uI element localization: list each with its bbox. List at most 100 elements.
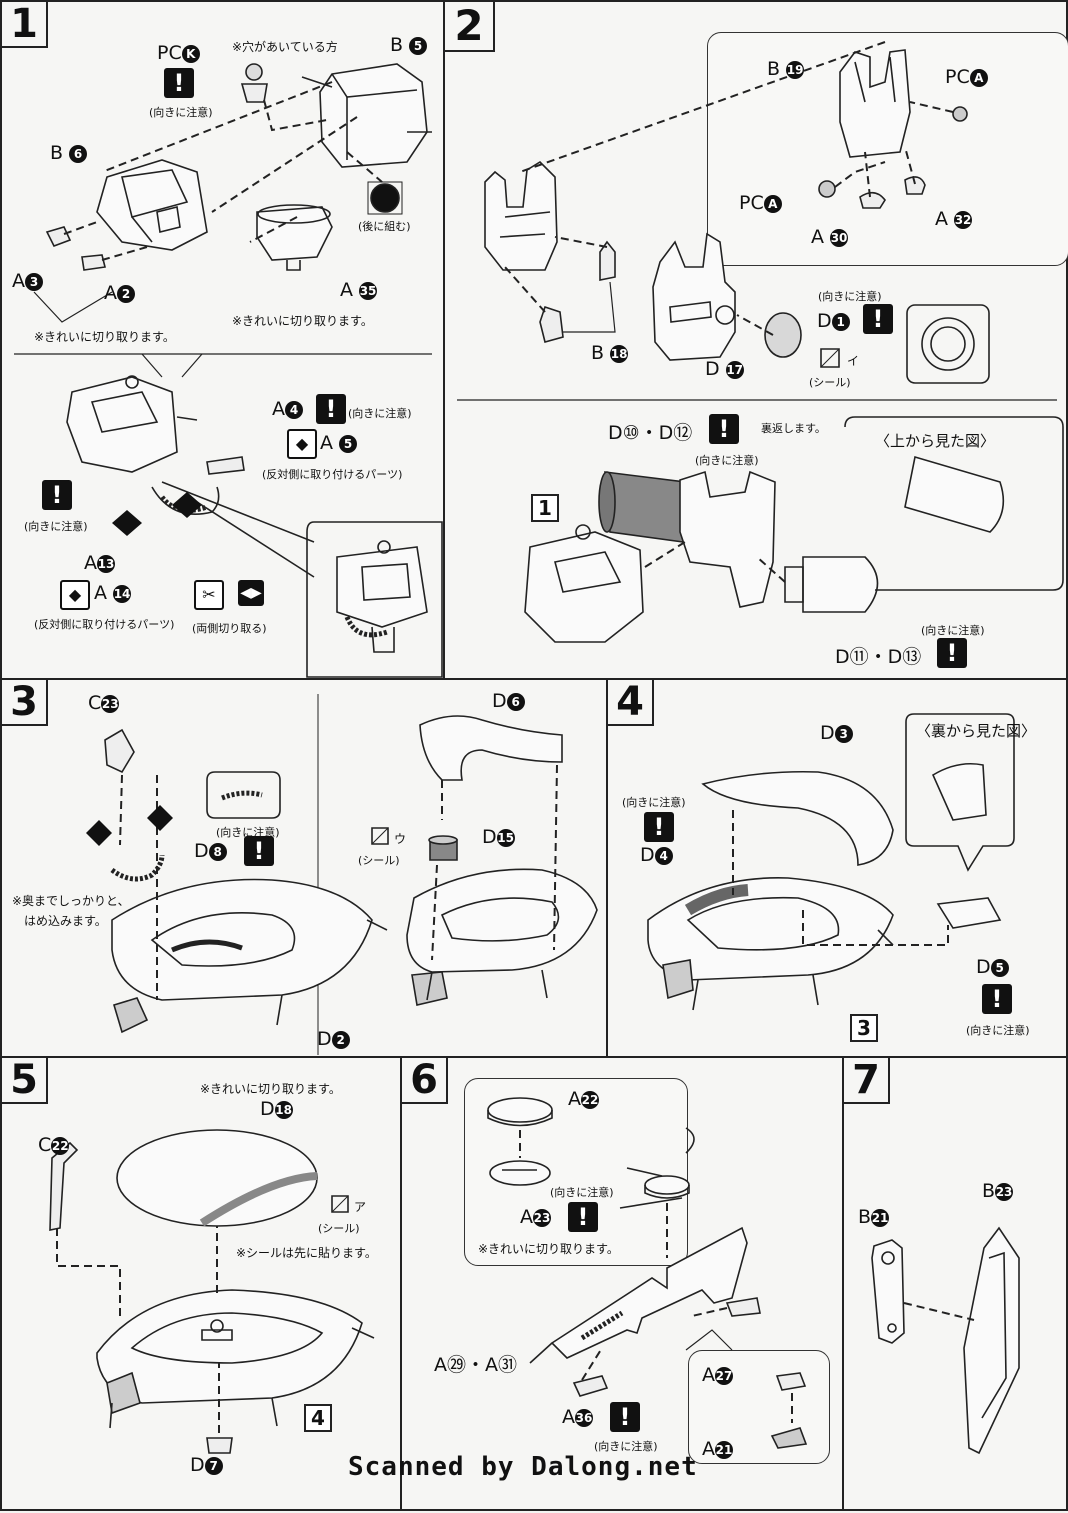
note-hole-side: ※穴があいている方 xyxy=(232,40,338,54)
scanner-credit: Scanned by Dalong.net xyxy=(348,1452,698,1482)
note-caution: (向きに注意) xyxy=(348,407,412,420)
exclamation-icon: ! xyxy=(863,304,893,334)
label-b5: B 5 xyxy=(390,34,428,56)
note-cut-both: (両側切り取る) xyxy=(192,622,267,635)
step-1-panel: 1 xyxy=(0,0,445,680)
exclamation-icon: ! xyxy=(709,414,739,444)
label-c23: C23 xyxy=(88,692,120,714)
label-b19: B 19 xyxy=(767,58,805,80)
note-flip: 裏返します。 xyxy=(761,422,826,435)
label-b23: B23 xyxy=(982,1180,1014,1202)
nipper-icon: ✂ xyxy=(194,580,224,610)
sticker-a-label: ア xyxy=(354,1200,367,1214)
note-back-view: 〈裏から見た図〉 xyxy=(916,722,1037,740)
note-caution: (向きに注意) xyxy=(149,106,213,119)
label-b18: B 18 xyxy=(591,342,629,364)
note-caution: (向きに注意) xyxy=(216,826,280,839)
label-a27: A27 xyxy=(702,1364,733,1386)
note-caution: (向きに注意) xyxy=(921,624,985,637)
step-4-diagram xyxy=(647,713,1015,1011)
step-5-diagram xyxy=(49,1129,375,1454)
note-sticker: (シール) xyxy=(318,1222,360,1235)
step-number: 2 xyxy=(445,2,495,52)
step-number: 4 xyxy=(608,680,654,726)
mirror-part-icon: ◆ xyxy=(287,429,317,459)
label-a35: A 35 xyxy=(340,279,378,301)
step-7-diagram xyxy=(871,1226,1020,1455)
sticker-u-label: ウ xyxy=(394,832,407,846)
exclamation-icon: ! xyxy=(164,68,194,98)
ref-step-3: 3 xyxy=(850,1014,878,1042)
label-a5: A 5 xyxy=(320,432,358,454)
label-a29-a31: A㉙・A㉛ xyxy=(434,1354,517,1376)
note-caution: (向きに注意) xyxy=(550,1186,614,1199)
label-c22: C22 xyxy=(38,1134,70,1156)
label-a36: A36 xyxy=(562,1406,593,1428)
note-sticker-first: ※シールは先に貼ります。 xyxy=(236,1246,377,1260)
note-opposite-side: (反対側に取り付けるパーツ) xyxy=(34,618,175,631)
label-a32: A 32 xyxy=(935,208,973,230)
note-top-view: 〈上から見た図〉 xyxy=(875,432,996,450)
label-b21: B21 xyxy=(858,1206,890,1228)
note-sticker: (シール) xyxy=(358,854,400,867)
label-a21: A21 xyxy=(702,1438,733,1460)
note-cut-clean-2: ※きれいに切り取ります。 xyxy=(34,330,175,344)
step-3-panel: 3 xyxy=(0,678,608,1058)
note-cut-clean: ※きれいに切り取ります。 xyxy=(478,1242,619,1256)
sticker-i-label: イ xyxy=(847,354,860,368)
note-caution: (向きに注意) xyxy=(594,1440,658,1453)
exclamation-icon: ! xyxy=(316,394,346,424)
note-cut-clean: ※きれいに切り取ります。 xyxy=(232,314,373,328)
note-press-fit-2: はめ込みます。 xyxy=(24,914,107,928)
note-opposite-side: (反対側に取り付けるパーツ) xyxy=(262,468,403,481)
exclamation-icon: ! xyxy=(568,1202,598,1232)
step-number: 1 xyxy=(2,2,48,48)
step-number: 5 xyxy=(2,1058,48,1104)
cut-both-sides-icon: ◀▶ xyxy=(238,580,264,606)
note-sticker: (シール) xyxy=(809,376,851,389)
label-d18: D18 xyxy=(260,1098,293,1120)
ref-step-1: 1 xyxy=(531,494,559,522)
inset-a27-detail xyxy=(688,1350,830,1464)
exclamation-icon: ! xyxy=(42,480,72,510)
step-2-panel: 2 xyxy=(443,0,1068,680)
note-caution: (向きに注意) xyxy=(622,796,686,809)
label-a14: A 14 xyxy=(94,582,132,604)
label-b6: B 6 xyxy=(50,142,88,164)
step-6-panel: 6 xyxy=(400,1056,844,1511)
note-assemble-later: (後に組む) xyxy=(358,220,411,233)
note-caution: (向きに注意) xyxy=(966,1024,1030,1037)
step-6-diagram xyxy=(487,1097,808,1449)
label-a30: A 30 xyxy=(811,226,849,248)
step-1-diagram xyxy=(14,63,443,678)
note-caution: (向きに注意) xyxy=(24,520,88,533)
label-d15: D15 xyxy=(482,826,515,848)
exclamation-icon: ! xyxy=(644,812,674,842)
note-cut-clean: ※きれいに切り取ります。 xyxy=(200,1082,341,1096)
label-a13: A13 xyxy=(84,552,115,574)
mirror-part-icon: ◆ xyxy=(60,580,90,610)
step-5-panel: 5 ※きれいに切り取ります。 D18 C22 ア (シール) ※シ xyxy=(0,1056,402,1511)
step-2-diagram xyxy=(457,41,1064,643)
step-7-panel: 7 B21 B23 xyxy=(842,1056,1068,1511)
label-d10-d12: D⑩・D⑫ xyxy=(608,422,693,444)
label-a22: A22 xyxy=(568,1088,599,1110)
exclamation-icon: ! xyxy=(610,1402,640,1432)
label-d17: D 17 xyxy=(705,358,744,380)
label-a23: A23 xyxy=(520,1206,551,1228)
label-d11-d13: D⑪・D⑬ xyxy=(835,646,922,668)
